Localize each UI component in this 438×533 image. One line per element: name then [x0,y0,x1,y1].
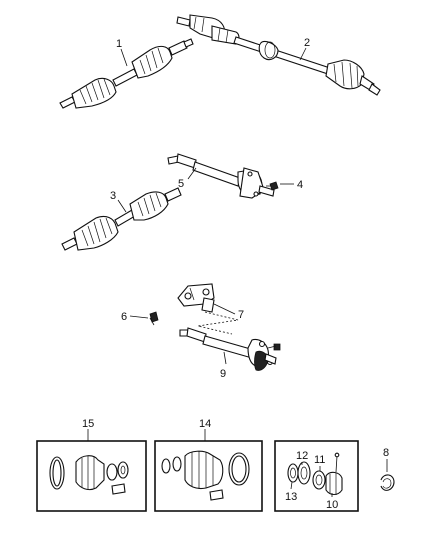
leader-5 [187,167,197,180]
snap-ring-part-8 [380,474,395,491]
callout-8: 8 [383,447,389,459]
bolt-part-4 [266,181,279,191]
axle-shaft-right-part-2 [176,14,381,96]
support-bracket-part-7 [177,283,215,313]
callout-11: 11 [314,454,325,466]
callout-4: 4 [297,179,303,191]
kit-box-14 [154,440,263,512]
leader-1 [120,48,128,67]
axle-shaft-left-part-1 [59,38,194,109]
leader-7 [213,303,236,315]
bearing-kit-parts-10-13 [287,452,343,496]
assembly-path [197,311,239,335]
leader-3 [117,199,127,213]
callout-15: 15 [82,418,94,430]
leader-6 [129,315,149,319]
callout-7: 7 [238,309,244,321]
leader-2 [299,47,307,61]
callout-3: 3 [110,190,116,202]
callout-13: 13 [285,491,297,503]
axle-shaft-part-3 [61,187,182,251]
bolt-part-6 [149,311,159,326]
callout-14: 14 [199,418,211,430]
leader-13 [290,481,293,490]
callout-6: 6 [121,311,127,323]
intermediate-shaft-part-9 [179,327,281,371]
callout-1: 1 [116,38,122,50]
callout-2: 2 [304,37,310,49]
callout-5: 5 [178,178,184,190]
intermediate-shaft-part-5 [167,153,275,199]
boot-kit-part-14 [161,450,250,501]
callout-9: 9 [220,368,226,380]
kit-box-10-13 [274,440,359,512]
boot-kit-part-15 [49,455,129,495]
callout-10: 10 [326,499,338,511]
leader-9 [223,351,227,365]
kit-box-15 [36,440,147,512]
callout-12: 12 [296,450,308,462]
